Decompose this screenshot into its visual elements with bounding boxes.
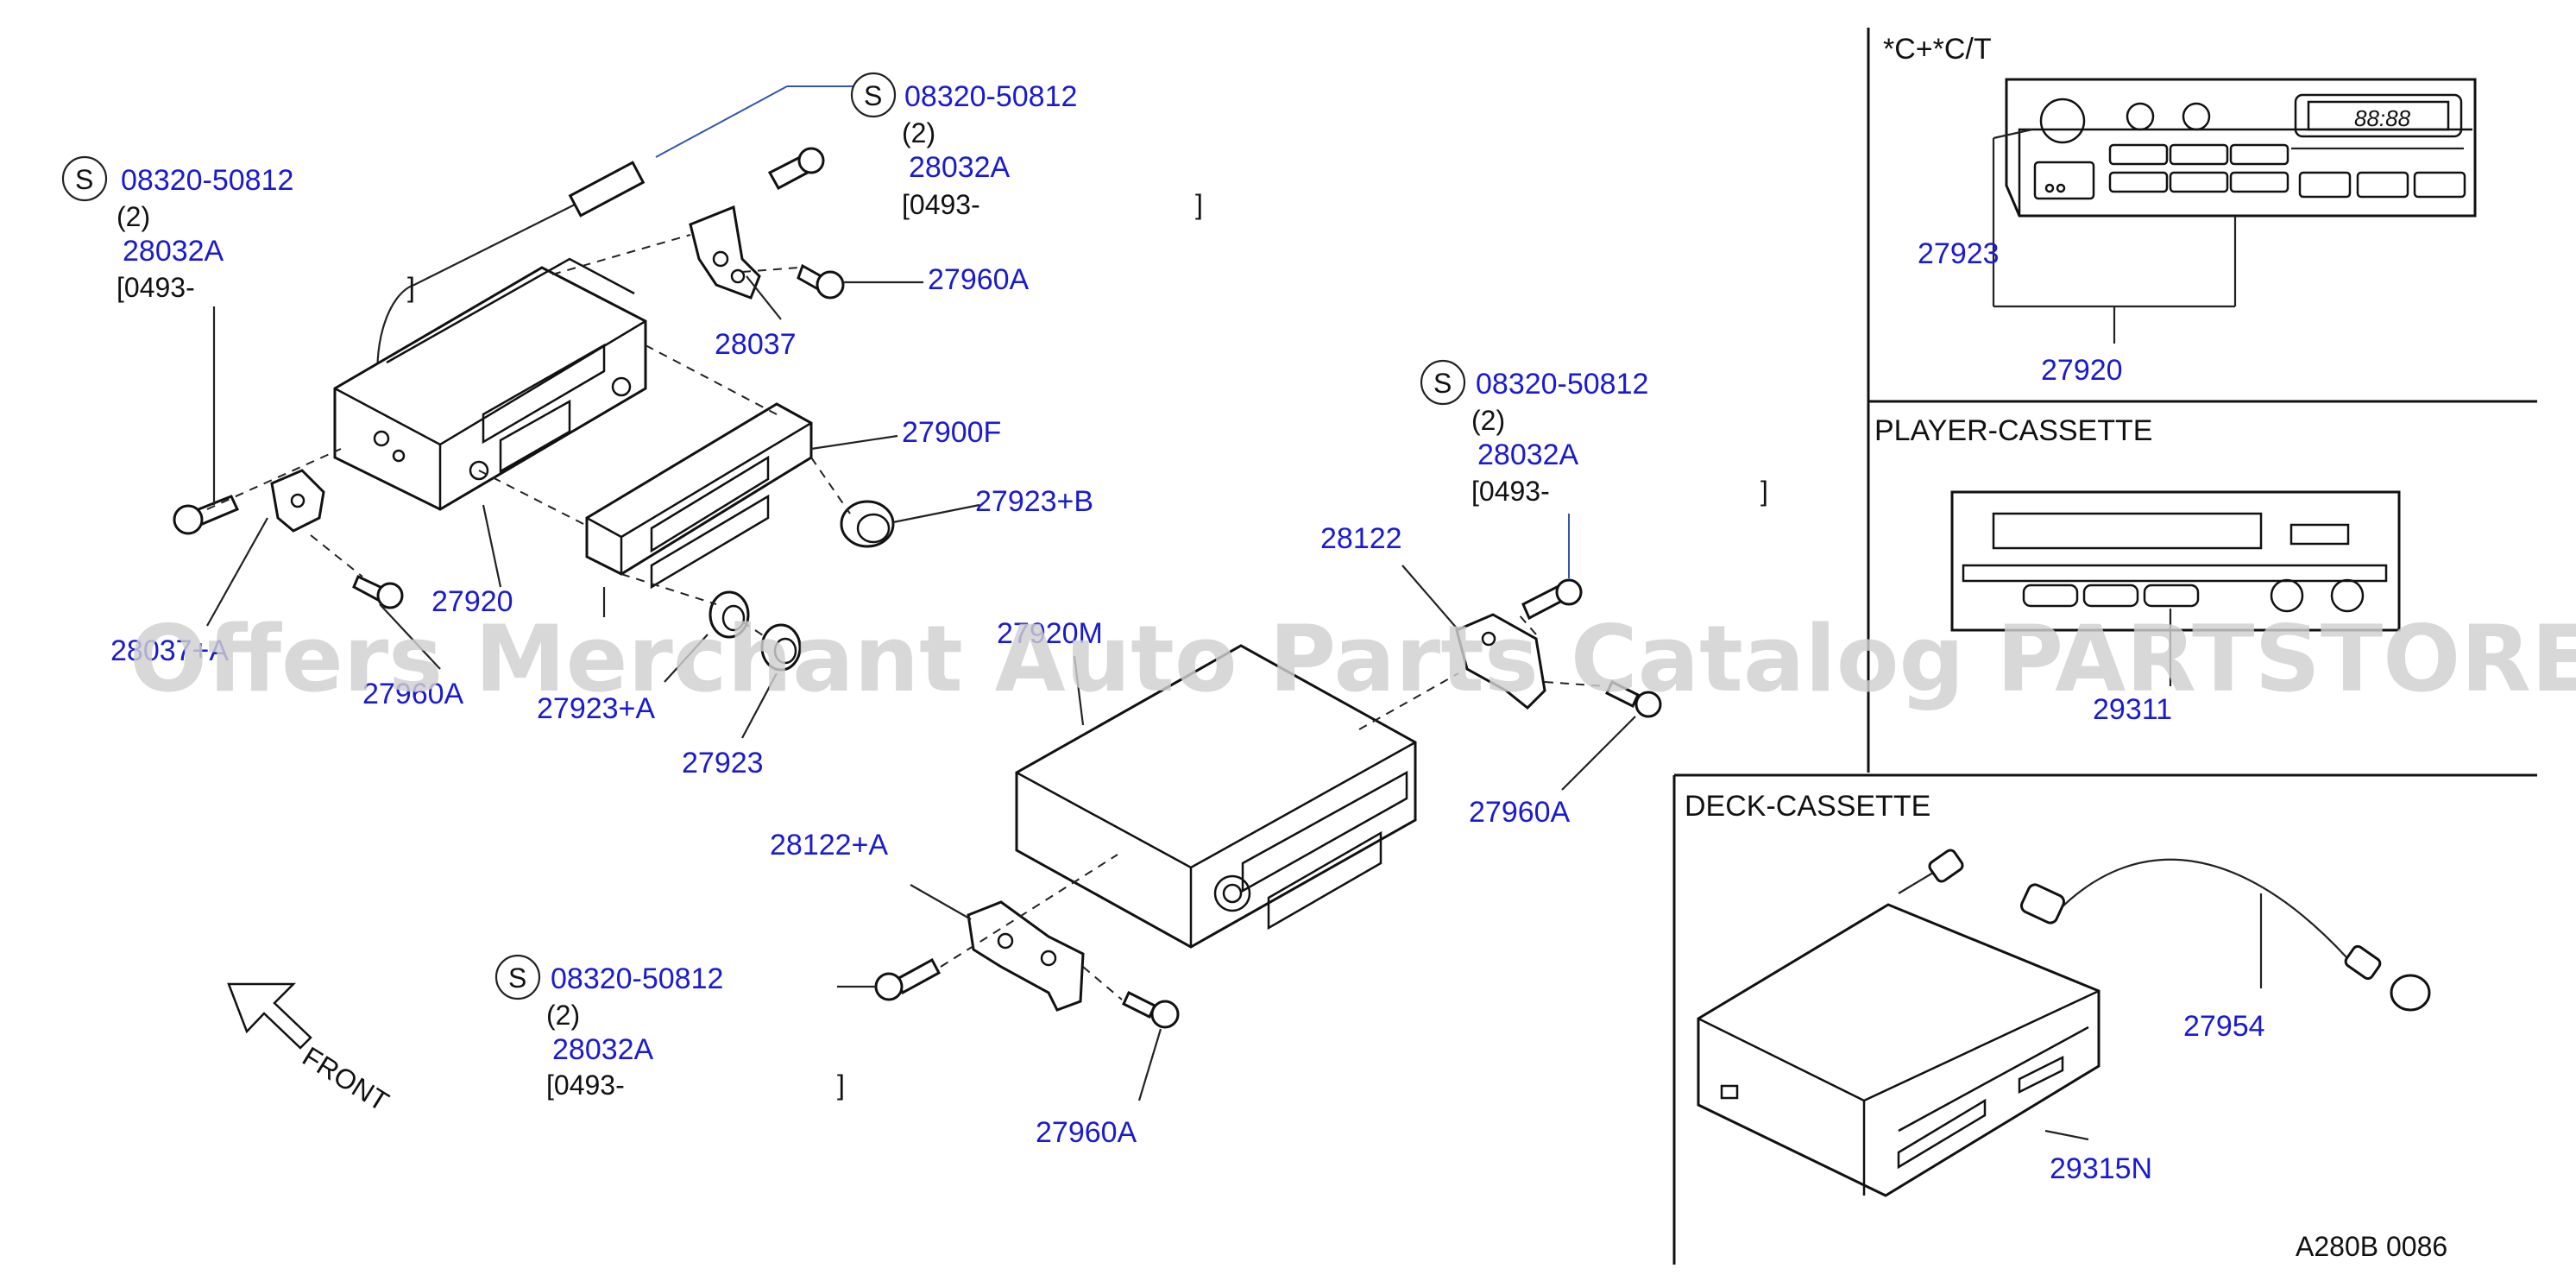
callout-bolt-bottom-alt: 28032A [552,1033,654,1066]
faceplate-27900F [585,402,813,617]
callout-bolt-right-alt: 28032A [1477,439,1579,471]
bracket-28122 [1455,613,1546,710]
label-cct-27920: 27920 [2041,354,2123,387]
callout-bolt-bottom-end: ] [837,1070,845,1101]
callout-bolt-top-end: ] [1195,189,1203,220]
part-labels: 27960A 28037 27900F 27923+B 27920 28037+… [110,263,1571,1149]
callout-bolt-bottom-range: [0493- [546,1070,625,1101]
panel-labels: *C+*C/T 27923 27920 PLAYER-CASSETTE 2931… [1685,33,2447,1262]
front-label: FRONT [297,1040,394,1117]
callout-bolt-bottom: S 08320-50812 (2) 28032A [0493- ] [494,954,845,1101]
label-27900F: 27900F [902,416,1001,449]
label-player-29311: 29311 [2093,693,2172,726]
label-deck-27954: 27954 [2183,1010,2265,1043]
label-27960A-right: 27960A [1469,796,1571,829]
callout-bolt-right: S 08320-50812 (2) 28032A [0493- ] [1420,359,1768,507]
bolt-bottom [874,957,942,1001]
bracket-28122A [967,900,1085,1012]
bracket-28037 [689,205,761,300]
callout-bolt-right-s: S [1433,368,1452,399]
callout-bolt-left-qty: (2) [117,201,150,232]
main-radio-unit [333,85,854,511]
label-cct-27923: 27923 [1918,237,2000,270]
assembly-lines-left [206,234,851,640]
callout-bolt-right-end: ] [1760,476,1768,507]
knob-27923A [709,590,750,639]
label-27960A-bottom: 27960A [1036,1116,1137,1149]
callout-bolt-right-qty: (2) [1471,405,1505,436]
callout-bolt-left-range: [0493- [117,272,195,303]
callout-bolt-bottom-code: 08320-50812 [551,962,723,995]
cct-head-unit [2005,78,2477,218]
callout-bolt-top-qty: (2) [902,117,935,148]
label-27920M: 27920M [997,617,1103,650]
cct-display-readout: 88:88 [2354,105,2411,131]
deck-cable-27954 [1898,849,2431,1012]
callout-bolt-right-code: 08320-50812 [1476,368,1648,401]
front-arrow-icon [227,982,312,1050]
footer-code: A280B 0086 [2296,1231,2447,1262]
panel-deck-title: DECK-CASSETTE [1685,790,1930,823]
callout-bolt-top: S 08320-50812 (2) 28032A [0493- ] [850,72,1203,220]
callout-bolt-left-s: S [75,164,93,195]
callout-bolt-left: S 08320-50812 (2) 28032A [0493- ] [61,155,415,303]
bolt-top [767,147,825,191]
screw-27960A-left [352,574,404,609]
label-27923B: 27923+B [975,485,1093,518]
label-28037A: 28037+A [110,634,229,667]
head-unit-27920M [1015,644,1417,949]
label-28122: 28122 [1320,522,1402,555]
screw-27960A-right [1605,679,1662,718]
leader-lines-left [206,275,980,739]
callout-bolt-left-end: ] [407,272,415,303]
assembly-lines-middle [837,514,1636,1101]
deck-cassette-unit [1697,903,2100,1197]
callout-bolt-top-range: [0493- [902,189,980,220]
label-27960A-top: 27960A [928,263,1030,296]
panel-frames [1672,28,2537,1265]
label-27960A-left: 27960A [362,678,464,710]
bolt-right [1521,578,1583,621]
callout-bolt-left-code: 08320-50812 [121,164,293,197]
callout-bolt-top-code: 08320-50812 [904,80,1077,113]
screw-27960A-bottom [1122,990,1180,1029]
screw-27960A-top [797,263,845,300]
callout-bolt-right-range: [0493- [1471,476,1550,507]
bracket-28037A [270,469,325,533]
player-cassette-unit [1950,490,2401,632]
label-28122A: 28122+A [770,829,888,861]
panel-cct-title: *C+*C/T [1883,33,1992,66]
bolt-left [173,495,240,535]
label-28037: 28037 [715,328,797,361]
deck-leaders [2044,893,2263,1141]
callout-bolt-left-alt: 28032A [123,235,224,268]
label-deck-29315N: 29315N [2050,1152,2152,1185]
callout-bolt-top-alt: 28032A [909,151,1011,184]
panel-player-title: PLAYER-CASSETTE [1874,414,2152,447]
cct-leaders [1992,128,2237,344]
callout-bolt-bottom-qty: (2) [546,1000,580,1031]
label-27923A: 27923+A [537,692,655,725]
label-27920-main: 27920 [431,585,513,618]
watermark: Offers Merchant Auto Parts Catalog PARTS… [129,606,2576,712]
callout-bolt-bottom-s: S [508,962,526,994]
callout-bolt-top-s: S [864,80,882,111]
label-27923-main: 27923 [682,747,764,779]
knob-27923 [760,623,802,672]
knob-27923B [840,500,895,548]
